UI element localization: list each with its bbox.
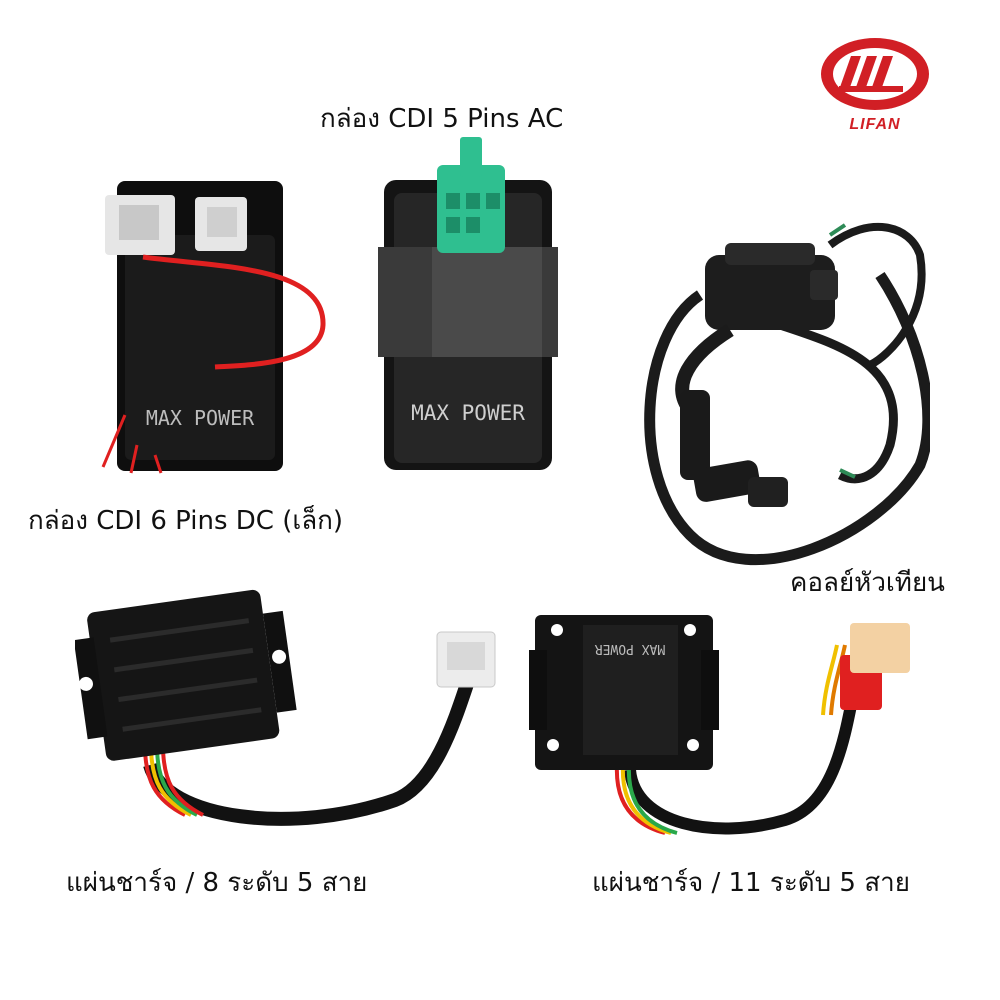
label-cdi-6pin: กล่อง CDI 6 Pins DC (เล็ก) [28, 506, 344, 536]
lifan-logo-mark [821, 38, 929, 110]
label-regulator-8: แผ่นชาร์จ / 8 ระดับ 5 สาย [66, 868, 368, 898]
regulator-11-print: MAX POWER [595, 641, 666, 656]
cdi-6pin-box: MAX POWER [95, 175, 335, 475]
cdi-5pin-box: MAX POWER [372, 135, 562, 475]
cdi-6pin-print: MAX POWER [146, 406, 255, 430]
cdi-5pin-print: MAX POWER [411, 401, 525, 425]
label-cdi-5pin: กล่อง CDI 5 Pins AC [320, 104, 564, 134]
ignition-coil [630, 215, 934, 575]
brand-name: LIFAN [849, 116, 901, 133]
lifan-logo: LIFAN [815, 32, 935, 142]
regulator-11-level: MAX POWER [525, 605, 945, 845]
label-regulator-11: แผ่นชาร์จ / 11 ระดับ 5 สาย [592, 868, 910, 898]
regulator-8-level [73, 570, 515, 840]
label-ignition-coil: คอลย์หัวเทียน [790, 568, 945, 598]
